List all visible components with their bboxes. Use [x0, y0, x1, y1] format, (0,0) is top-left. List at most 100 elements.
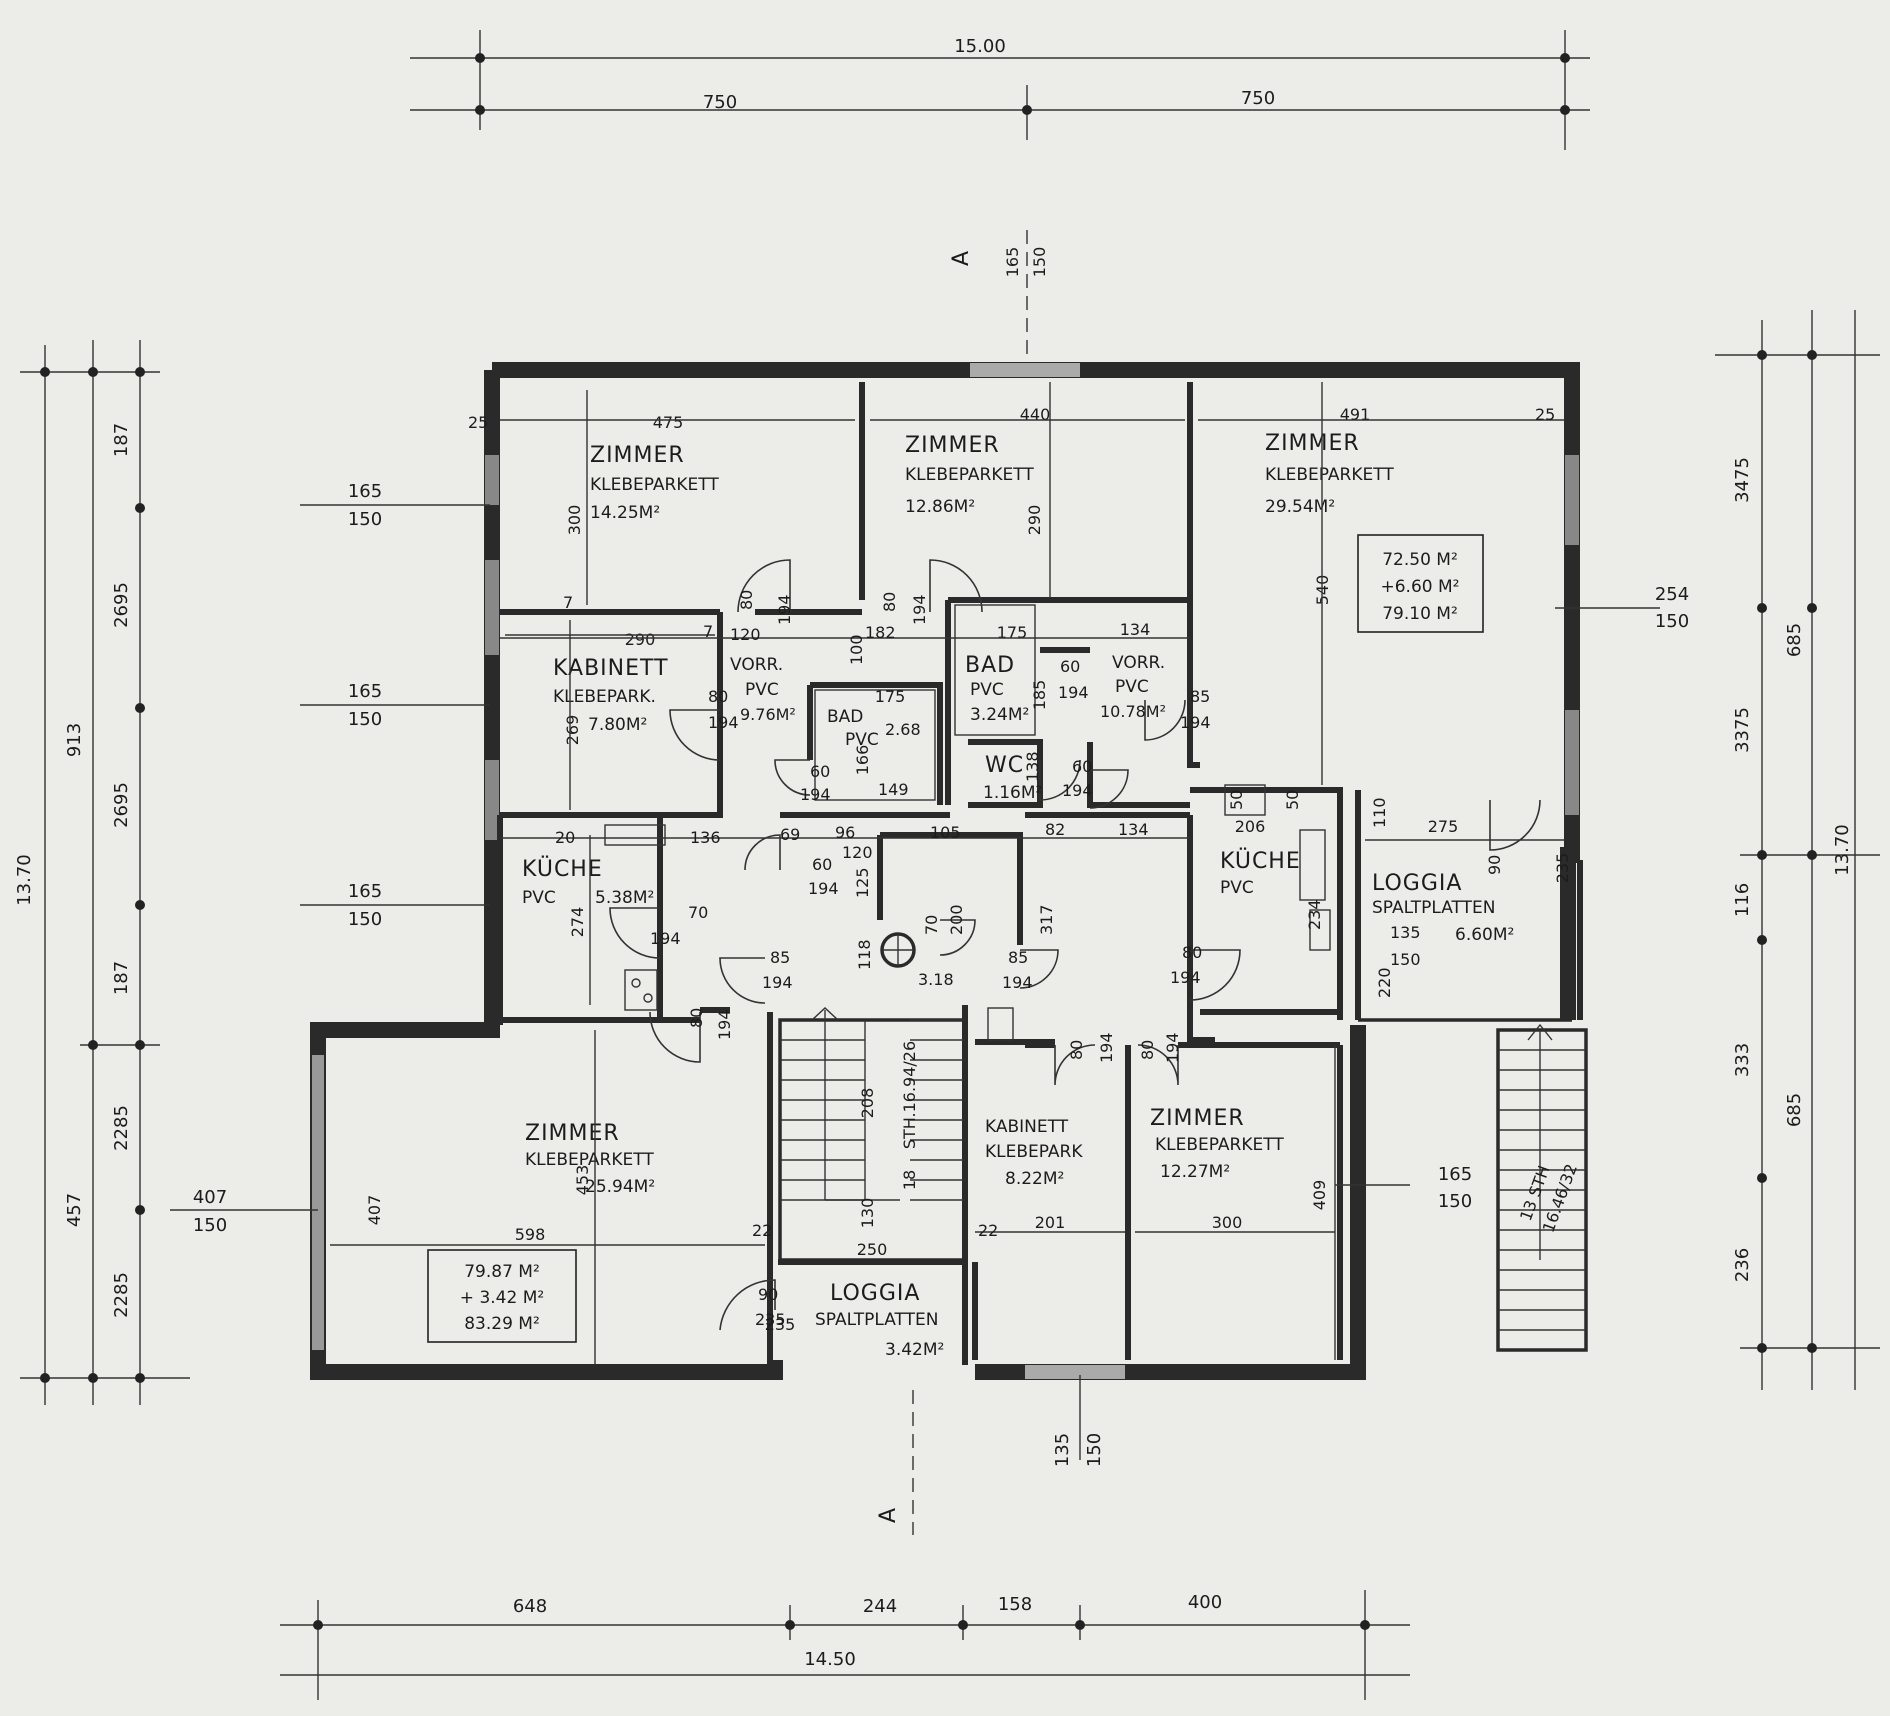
total-left-2: + 3.42 M²: [460, 1288, 544, 1308]
dim-bottom-d: 400: [1188, 1592, 1222, 1613]
dim-left-s1: 187: [111, 423, 132, 457]
room-area: 12.86M²: [905, 497, 975, 517]
kitchen-fixtures: [604, 784, 1331, 1041]
room-loggia-2: LOGGIA SPALTPLATTEN 3.42M² 250 235: [765, 1240, 945, 1360]
room-area: 7.80M²: [588, 715, 647, 735]
window-w1-b: 150: [348, 509, 382, 530]
door-d6-b: 194: [800, 785, 831, 804]
room-floor: PVC: [970, 680, 1004, 700]
room-floor: KLEBEPARKETT: [590, 475, 719, 495]
window-w3-b: 150: [348, 909, 382, 930]
section-marker-bottom: A: [876, 1390, 914, 1535]
room-area: 14.25M²: [590, 503, 660, 523]
door-d8-a: 60: [812, 855, 832, 874]
room-kabinett-1: KABINETT KLEBEPARK. 7.80M² 290 269: [505, 620, 715, 810]
door-d11-a: 85: [1008, 948, 1028, 967]
window-w4-a: 407: [193, 1187, 227, 1208]
window-w7-a: 135: [1052, 1433, 1073, 1467]
misc-118: 118: [855, 939, 874, 970]
room-height: 235: [765, 1315, 796, 1334]
room-zimmer-1: ZIMMER KLEBEPARKETT 14.25M² 475 300: [500, 390, 855, 605]
door-d4-a: 60: [1060, 657, 1080, 676]
door-d9-a: 70: [688, 903, 708, 922]
room-width: 598: [515, 1225, 546, 1244]
window-w4-b: 150: [193, 1215, 227, 1236]
room-floor: PVC: [845, 730, 879, 750]
room-kueche-1: KÜCHE PVC 5.38M² 274: [522, 835, 654, 1005]
door-d5-b: 194: [1180, 713, 1211, 732]
room-width: 440: [1020, 405, 1051, 424]
room-area: 2.68: [885, 720, 921, 739]
dim-top-left: 750: [703, 92, 737, 113]
window-w2-b: 150: [348, 709, 382, 730]
door-d1-a: 80: [737, 590, 756, 610]
door-d6-a: 60: [810, 762, 830, 781]
doors: [609, 559, 1541, 1331]
misc-25b: 25: [1535, 405, 1555, 424]
room-width: 175: [997, 623, 1028, 642]
room-area: 5.38M²: [595, 888, 654, 908]
room-area: 8.22M²: [1005, 1169, 1064, 1189]
section-top-num1: 165: [1003, 247, 1022, 278]
dim-bottom-c: 158: [998, 1594, 1032, 1615]
room-floor: KLEBEPARKETT: [1265, 465, 1394, 485]
misc-82: 82: [1045, 820, 1065, 839]
dim-right-s4: 333: [1732, 1043, 1753, 1077]
misc-25a: 25: [468, 413, 488, 432]
room-height: 409: [1310, 1180, 1329, 1211]
section-top-num2: 150: [1030, 247, 1049, 278]
dim-right-s2: 3375: [1732, 707, 1753, 753]
window-w8-a: 135: [1390, 923, 1421, 942]
room-wc: WC 1.16M²: [983, 753, 1042, 803]
stair-run-3: 130: [858, 1198, 877, 1229]
misc-20: 20: [555, 828, 575, 847]
misc-50a: 50: [1227, 790, 1246, 810]
door-d3-b: 194: [708, 713, 739, 732]
door-d9-b: 194: [650, 929, 681, 948]
room-zimmer-4: ZIMMER KLEBEPARKETT 25.94M² 598 453 407: [330, 1030, 765, 1365]
window-w1-a: 165: [348, 481, 382, 502]
door-labels: 80 194 80 194 80 194 60 194 85 194 60 19…: [650, 590, 1504, 1329]
misc-7b: 7: [703, 622, 713, 641]
door-d1-b: 194: [775, 594, 794, 625]
room-name: BAD: [827, 707, 863, 727]
window-w5-a: 254: [1655, 584, 1689, 605]
dim-right-total: 13.70: [1832, 824, 1853, 876]
window-w2-a: 165: [348, 681, 382, 702]
door-d18-a: 90: [758, 1285, 778, 1304]
stair-label-main: STH.16.94/26: [900, 1041, 919, 1149]
door-d3-a: 80: [708, 687, 728, 706]
room-width: 134: [1120, 620, 1151, 639]
room-vorraum-1: VORR. PVC 9.76M²: [730, 655, 796, 724]
door-d12-a: 80: [1182, 943, 1202, 962]
room-name: ZIMMER: [1150, 1106, 1245, 1131]
stairs-exterior: 13 STH 16.46/32: [1496, 1023, 1588, 1352]
window-w6-a: 165: [1438, 1164, 1472, 1185]
room-name: VORR.: [1112, 653, 1165, 673]
misc-182: 182: [865, 623, 896, 642]
room-name: ZIMMER: [1265, 431, 1360, 456]
room-name: BAD: [965, 653, 1015, 678]
room-floor: PVC: [522, 888, 556, 908]
misc-149: 149: [878, 780, 909, 799]
misc-22a: 22: [752, 1221, 772, 1240]
door-d14-a: 80: [1067, 1040, 1086, 1060]
door-d4-b: 194: [1058, 683, 1089, 702]
door-d10-b: 194: [762, 973, 793, 992]
left-dimensions: 13.70 913 457 187 2695 2695 187 2285 228…: [14, 340, 190, 1405]
dim-top-total: 15.00: [954, 36, 1006, 57]
door-d7-b: 194: [1062, 781, 1093, 800]
door-d15-a: 80: [1138, 1040, 1157, 1060]
misc-125: 125: [853, 867, 872, 898]
dim-left-mid: 913: [64, 723, 85, 757]
right-dimensions: 3475 3375 116 333 236 685 685 13.70: [1715, 310, 1880, 1390]
misc-dimensions: 120 182 100 136 69 96 120 125 105 82 134…: [468, 405, 1555, 1240]
room-kueche-2: KÜCHE PVC 206: [1220, 817, 1300, 898]
misc-7a: 7: [563, 593, 573, 612]
room-width: 491: [1340, 405, 1371, 424]
door-d2-b: 194: [910, 594, 929, 625]
misc-134: 134: [1118, 820, 1149, 839]
dim-right-mid1: 685: [1784, 623, 1805, 657]
door-d14-b: 194: [1097, 1032, 1116, 1063]
misc-100: 100: [847, 634, 866, 665]
